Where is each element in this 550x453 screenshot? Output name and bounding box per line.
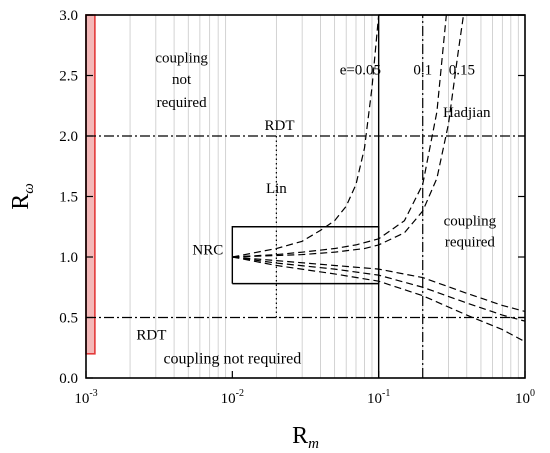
annotation: required: [445, 234, 495, 250]
annotation: Lin: [266, 181, 287, 197]
y-tick-label: 1.5: [59, 190, 78, 206]
series-line-4: [232, 256, 526, 322]
x-tick-label: 10-1: [367, 388, 390, 407]
ticks: 0.0 0.5 1.0 1.5 2.0 2.5 3.0 10-3 10-2 10-1 100: [59, 8, 535, 407]
annotation: RDT: [264, 118, 294, 134]
x-axis-title: Rm: [292, 423, 319, 452]
annotation: coupling: [155, 50, 208, 66]
y-tick-label: 2.0: [59, 129, 78, 145]
series-line-5: [232, 256, 526, 343]
x-axis-title-base: R: [292, 423, 308, 449]
x-tick-label: 10-3: [74, 388, 97, 407]
annotation: coupling not required: [163, 351, 301, 368]
annotation: NRC: [192, 243, 223, 259]
annotation: RDT: [136, 327, 166, 343]
x-tick-label: 10-2: [221, 388, 244, 407]
series-line-1: [232, 14, 447, 258]
series-line-3: [232, 256, 526, 313]
series-line-2: [232, 14, 465, 258]
y-tick-label: 2.5: [59, 69, 78, 85]
annotations: couplingnotrequiredRDTLinNRCRDTcoupling …: [136, 50, 496, 367]
annotation: coupling: [444, 214, 497, 230]
annotation: 0.1: [413, 62, 432, 78]
x-axis-title-sub: m: [308, 436, 319, 452]
series-layer: [86, 14, 526, 378]
annotation: required: [157, 95, 207, 111]
y-axis-title: Rω: [8, 183, 37, 210]
series-line-0: [232, 14, 380, 258]
x-tick-label: 100: [515, 388, 535, 407]
annotation: not: [172, 72, 192, 88]
annotation: e=0.05: [340, 62, 381, 78]
highlight-band-layer: [85, 14, 96, 355]
annotation: Hadjian: [443, 105, 491, 121]
y-tick-label: 0.0: [59, 371, 78, 387]
highlight-band: [85, 14, 96, 355]
series-line-12: [231, 226, 380, 285]
y-tick-label: 0.5: [59, 311, 78, 327]
y-axis-title-sub: ω: [21, 183, 37, 194]
y-axis-title-base: R: [8, 194, 34, 210]
y-tick-label: 3.0: [59, 8, 78, 24]
y-tick-label: 1.0: [59, 250, 78, 266]
annotation: 0.15: [449, 62, 475, 78]
